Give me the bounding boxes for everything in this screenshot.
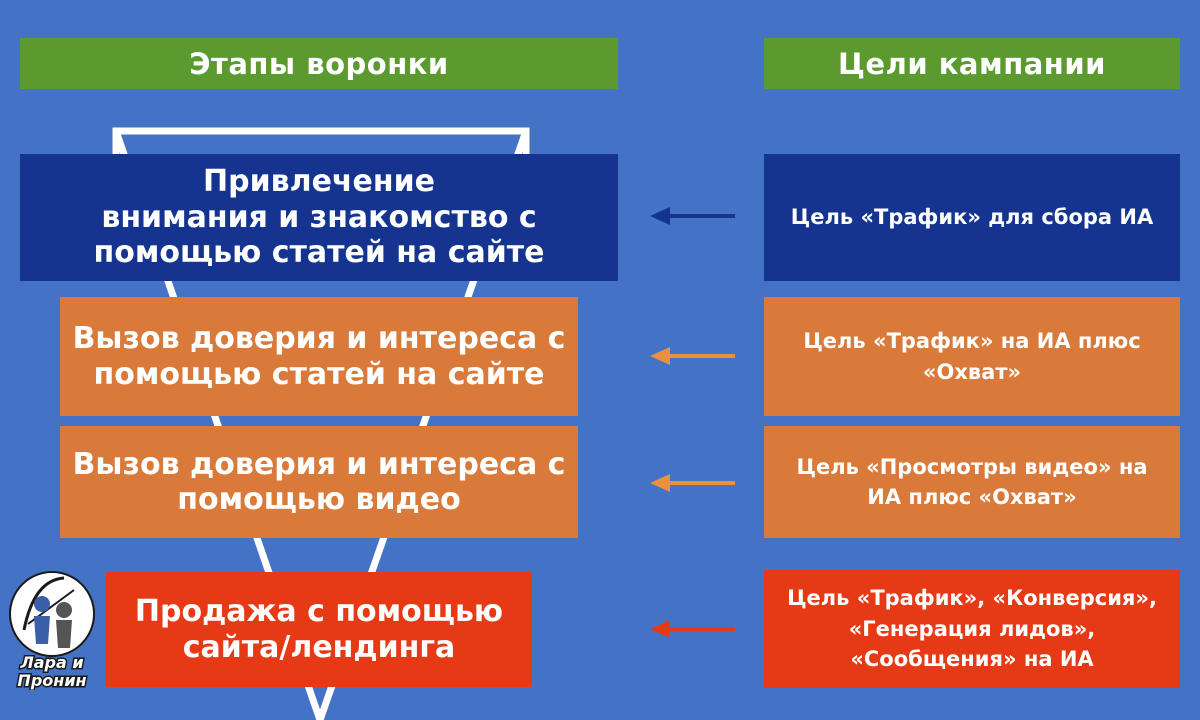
logo-bow	[22, 576, 65, 631]
stage-attention-box: Привлечение внимания и знакомство с помо…	[20, 154, 618, 281]
campaign-goals-header: Цели кампании	[764, 38, 1180, 89]
stage-trust-video-box: Вызов доверия и интереса с помощью видео	[60, 426, 578, 538]
arrow-left-icon	[650, 347, 735, 365]
goal-1-line-1: Цель «Трафик» для сбора ИА	[790, 205, 1154, 230]
logo-figure-body-2	[56, 620, 72, 648]
stage-3-line-1: Вызов доверия и интереса с	[72, 446, 566, 482]
stage-4-line-2: сайта/лендинга	[182, 629, 456, 665]
stage-1-line-3: помощью статей на сайте	[93, 235, 545, 271]
arrow-left-icon	[650, 620, 735, 638]
stage-2-line-1: Вызов доверия и интереса с	[72, 321, 566, 357]
goal-2-line-2: «Охват»	[922, 359, 1022, 384]
funnel-top-edge	[112, 127, 530, 156]
goal-4-line-1: Цель «Трафик», «Конверсия»,	[787, 586, 1157, 611]
goal-3-line-2: ИА плюс «Охват»	[867, 485, 1077, 509]
logo-figure-1	[34, 596, 50, 612]
stage-trust-articles-box: Вызов доверия и интереса с помощью стате…	[60, 297, 578, 416]
goal-traffic-box: Цель «Трафик» для сбора ИА	[764, 154, 1180, 281]
goal-2-line-1: Цель «Трафик» на ИА плюс	[803, 329, 1141, 354]
goal-4-line-3: «Сообщения» на ИА	[850, 647, 1094, 672]
stage-1-line-2: внимания и знакомство с	[101, 199, 537, 235]
goal-traffic-reach-box: Цель «Трафик» на ИА плюс «Охват»	[764, 297, 1180, 416]
arrow-left-icon	[650, 207, 735, 225]
goal-conversion-box: Цель «Трафик», «Конверсия», «Генерация л…	[764, 570, 1180, 688]
goal-4-line-2: «Генерация лидов»,	[848, 616, 1096, 641]
funnel-stages-header: Этапы воронки	[20, 38, 618, 89]
goal-3-line-1: Цель «Просмотры видео» на	[796, 454, 1148, 479]
logo-text-line-1: Лара и	[19, 653, 83, 672]
stage-4-line-1: Продажа с помощью	[134, 594, 504, 630]
stage-sale-box: Продажа с помощью сайта/лендинга	[106, 572, 532, 687]
logo-text-line-2: Пронин	[17, 671, 86, 690]
logo-figure-body-1	[34, 616, 50, 644]
stage-1-line-1: Привлечение	[203, 164, 435, 200]
arrow-left-icon	[650, 474, 735, 492]
stage-2-line-2: помощью статей на сайте	[93, 356, 545, 392]
goal-video-views-box: Цель «Просмотры видео» на ИА плюс «Охват…	[764, 426, 1180, 538]
lara-pronin-logo: Лара и Пронин	[9, 571, 95, 690]
stage-3-line-2: помощью видео	[177, 482, 461, 517]
logo-figure-2	[56, 602, 72, 618]
logo-circle	[9, 571, 95, 657]
